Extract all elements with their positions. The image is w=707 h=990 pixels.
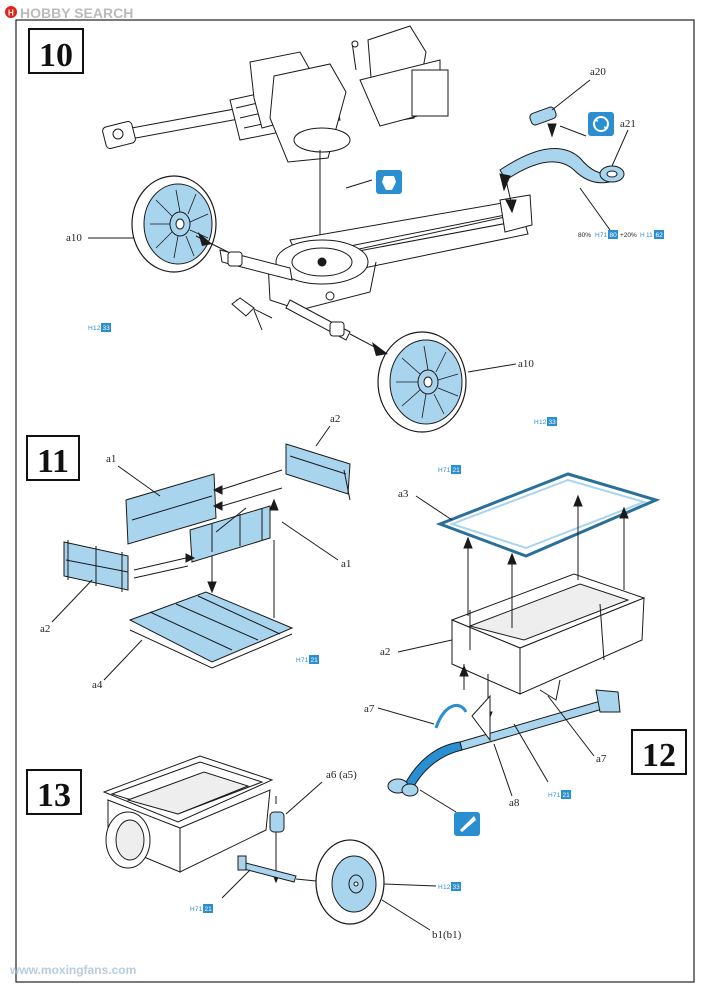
watermark-brand: HOBBY SEARCH [20, 5, 133, 21]
label-a1-right: a1 [341, 558, 351, 570]
svg-text:71: 71 [553, 792, 561, 799]
svg-text:80%: 80% [578, 232, 591, 239]
part-a21 [499, 129, 629, 231]
svg-text:11: 11 [646, 232, 653, 239]
svg-text:71: 71 [600, 232, 608, 239]
svg-text:62: 62 [656, 232, 664, 239]
rotate-icon [588, 112, 614, 136]
svg-text:21: 21 [311, 657, 319, 664]
label-a7-right: a7 [596, 753, 607, 765]
label-a2-top: a2 [330, 413, 340, 425]
wheel-b1 [315, 839, 385, 925]
paint-code-tire-top: H 12 33 [88, 323, 111, 332]
step-10-box: 10 [28, 28, 84, 74]
svg-text:71: 71 [301, 657, 309, 664]
label-a7-left: a7 [364, 703, 375, 715]
svg-text:21: 21 [205, 906, 213, 913]
paint-code-tire-bottom: H 12 33 [534, 417, 557, 426]
step-12-box: 12 [631, 729, 687, 775]
label-a21: a21 [620, 118, 636, 130]
svg-text:H: H [548, 792, 553, 799]
step-12-frame-a3 [435, 472, 661, 558]
svg-text:12: 12 [443, 884, 451, 891]
svg-text:71: 71 [195, 906, 203, 913]
svg-text:12: 12 [93, 325, 101, 332]
paint-code-axle: H 71 21 [190, 904, 213, 913]
step-11-box: 11 [26, 435, 80, 481]
label-a3: a3 [398, 488, 409, 500]
svg-text:H: H [8, 9, 14, 18]
svg-text:33: 33 [453, 884, 461, 891]
svg-text:80: 80 [610, 232, 618, 239]
svg-text:+20%: +20% [620, 232, 637, 239]
svg-text:33: 33 [103, 325, 111, 332]
step-11-number: 11 [37, 443, 69, 480]
step-11-panels [63, 443, 351, 669]
svg-text:H: H [296, 657, 301, 664]
label-a10-bottom: a10 [518, 358, 534, 370]
svg-text:H: H [534, 419, 539, 426]
paint-mix-code: 80% H 71 80 +20% H 11 62 [578, 230, 664, 239]
step-12-number: 12 [642, 737, 676, 774]
part-a6 [269, 781, 323, 884]
tool-icon [419, 789, 480, 836]
step-12-cart-body [450, 573, 646, 701]
label-a4: a4 [92, 679, 103, 691]
svg-text:H: H [640, 232, 645, 239]
paint-code-wheel13: H 12 33 [438, 882, 461, 891]
svg-text:H: H [438, 884, 443, 891]
step-10-gun-assembly [102, 25, 533, 341]
svg-text:H: H [438, 467, 443, 474]
label-a1-left: a1 [106, 453, 116, 465]
svg-text:H: H [595, 232, 600, 239]
svg-text:21: 21 [453, 467, 461, 474]
label-a6: a6 (a5) [326, 769, 357, 781]
paint-code-step11: H 71 21 [296, 655, 319, 664]
step-13-number: 13 [37, 777, 71, 814]
step-12-tow-bar [387, 689, 621, 797]
label-a8: a8 [509, 797, 520, 809]
svg-text:H: H [190, 906, 195, 913]
label-a2-step12: a2 [380, 646, 390, 658]
label-b1: b1(b1) [432, 929, 462, 941]
paint-code-tow: H 71 21 [548, 790, 571, 799]
step-13-cart [102, 755, 274, 873]
paint-code-frame: H 71 21 [438, 465, 461, 474]
svg-text:71: 71 [443, 467, 451, 474]
svg-text:12: 12 [539, 419, 547, 426]
label-a2-left: a2 [40, 623, 50, 635]
page-frame [15, 19, 695, 983]
svg-text:H: H [88, 325, 93, 332]
step-11-arrows [133, 469, 283, 618]
svg-text:21: 21 [563, 792, 571, 799]
label-a10-top: a10 [66, 232, 82, 244]
part-a20 [529, 79, 591, 138]
wheel-a10-top [131, 175, 229, 273]
step-10-number: 10 [39, 37, 73, 74]
step-13-box: 13 [26, 769, 82, 815]
wheel-a10-bottom [349, 331, 467, 433]
hobby-search-logo: H HOBBY SEARCH [5, 5, 133, 21]
svg-text:33: 33 [549, 419, 557, 426]
glue-icon [345, 170, 402, 194]
watermark-bottom: www.moxingfans.com [9, 963, 136, 977]
label-a20: a20 [590, 66, 606, 78]
